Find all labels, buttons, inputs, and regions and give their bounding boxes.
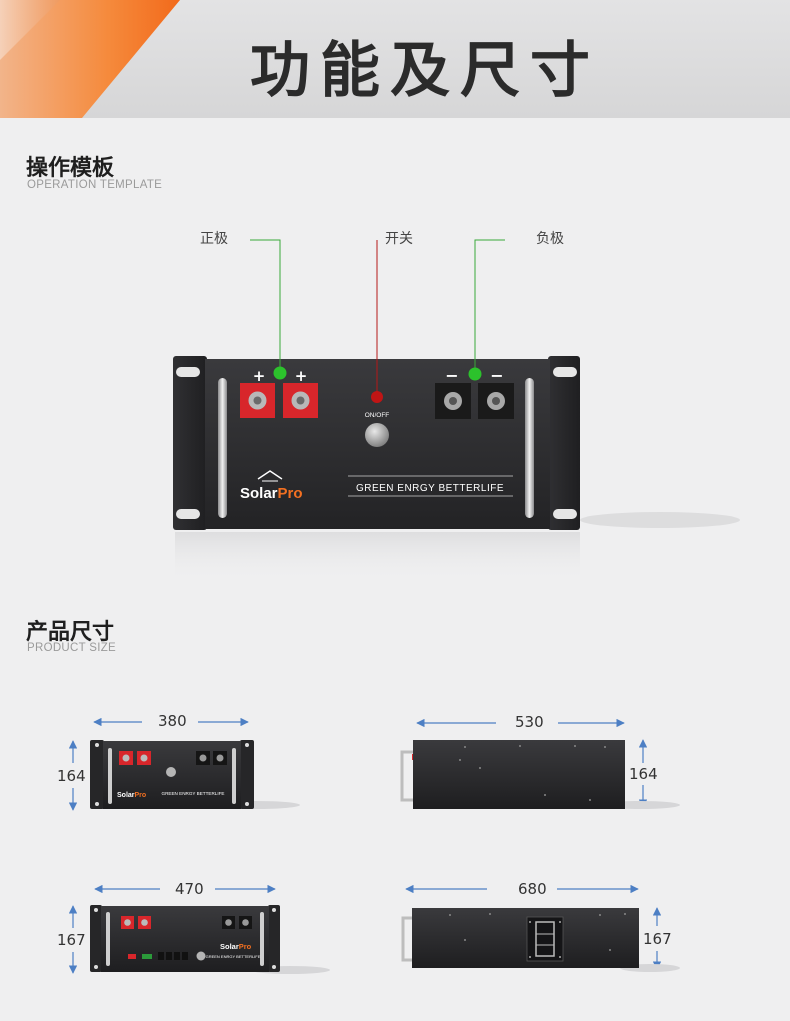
switch-callout-dot (371, 391, 383, 403)
negative-callout-dot (468, 367, 482, 381)
power-button (365, 423, 389, 447)
view4-width: 680 (518, 880, 547, 898)
view4-height: 167 (643, 930, 672, 948)
svg-text:GREEN ENRGY BETTERLIFE: GREEN ENRGY BETTERLIFE (162, 791, 225, 796)
minus-mark-2: − (490, 366, 503, 385)
operation-title: 操作模板 (26, 156, 115, 181)
callout-positive: 正极 (200, 231, 228, 247)
front-view-large: SolarPro GREEN ENRGY BETTERLIFE (90, 905, 280, 972)
side-view-small (400, 740, 625, 809)
orange-accent-shape (0, 0, 180, 118)
svg-text:SolarPro: SolarPro (220, 942, 252, 951)
svg-text:GREEN ENRGY BETTERLIFE: GREEN ENRGY BETTERLIFE (206, 954, 261, 959)
page-title: 功能及尺寸 (250, 36, 600, 106)
side-view-large (401, 908, 639, 968)
right-rack-ear (548, 356, 580, 530)
brand-logo: SolarPro (240, 485, 303, 502)
left-rack-ear (173, 356, 207, 530)
brand-roof-icon (257, 470, 283, 480)
view3-width: 470 (175, 880, 204, 898)
operation-subtitle: OPERATION TEMPLATE (27, 179, 163, 191)
positive-callout-dot (273, 366, 287, 380)
view2-width: 530 (515, 713, 544, 731)
right-handle (525, 378, 534, 518)
front-view-small: SolarPro GREEN ENRGY BETTERLIFE (90, 740, 254, 809)
view2-height: 164 (629, 765, 658, 783)
size-subtitle: PRODUCT SIZE (27, 642, 117, 654)
plus-mark-1: + (253, 367, 266, 385)
on-off-label: ON/OFF (365, 412, 390, 419)
view1-height: 164 (57, 767, 86, 785)
callout-switch: 开关 (385, 231, 413, 247)
callout-negative: 负极 (536, 231, 564, 247)
header-banner: 功能及尺寸 (0, 0, 790, 118)
left-handle (218, 378, 227, 518)
view3-height: 167 (57, 931, 86, 949)
size-title: 产品尺寸 (26, 620, 115, 645)
svg-text:SolarPro: SolarPro (117, 792, 146, 799)
operation-panel-illustration: + + − − ON/OFF SolarPro GREEN ENRGY BETT… (173, 239, 740, 582)
plus-mark-2: + (295, 367, 308, 385)
minus-mark-1: − (445, 366, 458, 385)
view1-width: 380 (158, 712, 187, 730)
slogan-text: GREEN ENRGY BETTERLIFE (356, 483, 504, 494)
